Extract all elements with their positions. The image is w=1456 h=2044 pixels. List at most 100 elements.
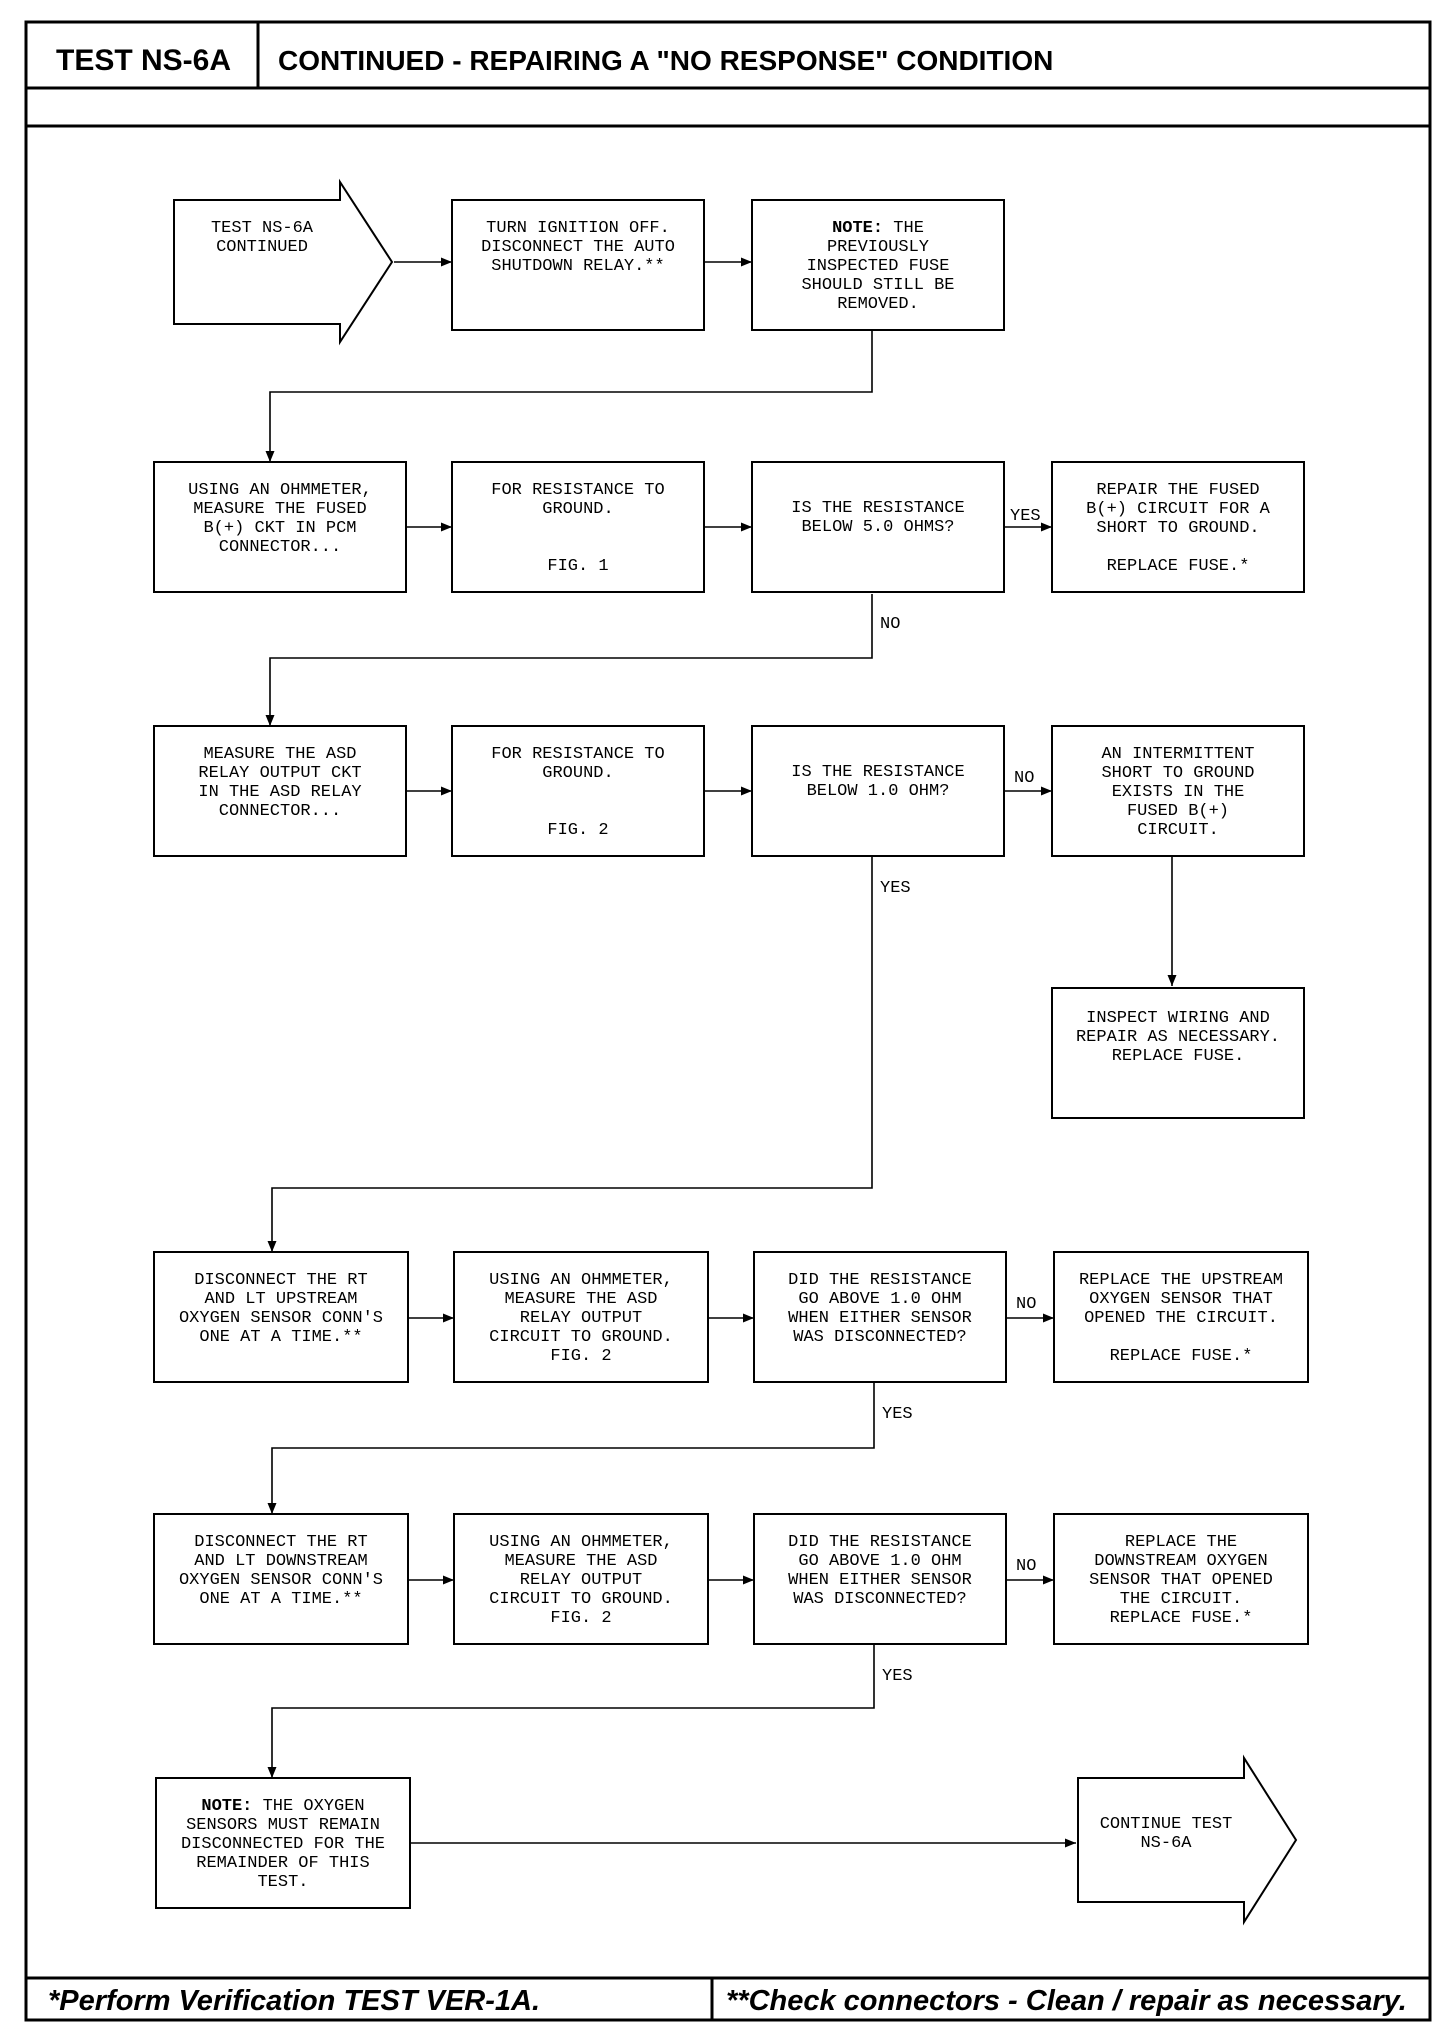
box-text-line: DID THE RESISTANCE [788, 1271, 972, 1290]
box-text-line: B(+) CKT IN PCM [203, 519, 356, 538]
connector-n2-to-r2a [269, 330, 873, 462]
box-text-line: FIG. 2 [550, 1347, 611, 1366]
step-turn-ignition-off [451, 199, 705, 331]
arrowhead [441, 257, 452, 267]
box-text-line: CIRCUIT. [1137, 821, 1219, 840]
box-text-line: GROUND. [542, 500, 613, 519]
label-r3-no: NO [1014, 769, 1034, 788]
arrowhead [267, 1767, 277, 1778]
box-text-line: GO ABOVE 1.0 OHM [798, 1290, 961, 1309]
step-resistance-fig2 [451, 725, 705, 857]
arrowhead [1043, 1313, 1054, 1323]
arrowhead [1167, 975, 1177, 986]
label-r2-yes: YES [1010, 507, 1041, 526]
step-disconnect-upstream-sensors [153, 1251, 409, 1383]
box-text-line: INSPECTED FUSE [807, 257, 950, 276]
box-text-line: THE CIRCUIT. [1120, 1590, 1242, 1609]
box-text-line: DOWNSTREAM OXYGEN [1094, 1552, 1267, 1571]
label-r5-yes: YES [882, 1667, 913, 1686]
box-text-line: ONE AT A TIME.** [199, 1590, 362, 1609]
arrowheads [265, 257, 1177, 1848]
step-measure-asd-relay-ckt [153, 725, 407, 857]
note-sensors-remain-disconnected [155, 1777, 411, 1909]
box-text-line: WHEN EITHER SENSOR [788, 1571, 972, 1590]
arrowhead [743, 1313, 754, 1323]
box-text-line: GO ABOVE 1.0 OHM [798, 1552, 961, 1571]
note-keyword: NOTE: [832, 219, 883, 238]
arrowhead [743, 1575, 754, 1585]
box-text-line: SHOULD STILL BE [801, 276, 954, 295]
box-text-line: OXYGEN SENSOR CONN'S [179, 1309, 383, 1328]
box-text-line: TEST NS-6A [211, 219, 314, 238]
box-text-line: OPENED THE CIRCUIT. [1084, 1309, 1278, 1328]
arrowhead [741, 257, 752, 267]
connector-r4c-to-r5a [271, 1382, 875, 1514]
box-text-line: AN INTERMITTENT [1101, 745, 1254, 764]
arrowhead [1043, 1575, 1054, 1585]
box-text-line: SENSOR THAT OPENED [1089, 1571, 1273, 1590]
box-text-line: CONTINUE TEST [1100, 1815, 1233, 1834]
box-text-line: USING AN OHMMETER, [489, 1271, 673, 1290]
box-text-line: B(+) CIRCUIT FOR A [1086, 500, 1270, 519]
end-arrow-shape [1077, 1754, 1298, 1926]
arrowhead [741, 522, 752, 532]
action-inspect-wiring [1051, 987, 1305, 1119]
box-text-line: BELOW 1.0 OHM? [807, 782, 950, 801]
action-repair-fused-circuit [1051, 461, 1305, 593]
flowchart-nodes [153, 178, 1309, 1926]
box-text-line: TURN IGNITION OFF. [486, 219, 670, 238]
arrowhead [741, 786, 752, 796]
box-text-line: OXYGEN SENSOR THAT [1089, 1290, 1273, 1309]
arrowhead [1041, 522, 1052, 532]
arrowhead [267, 1241, 277, 1252]
step-disconnect-downstream-sensors [153, 1513, 409, 1645]
label-r4-yes: YES [882, 1405, 913, 1424]
footer-note-verification: *Perform Verification TEST VER-1A. [48, 1985, 540, 2017]
decision-below-5-ohms [751, 461, 1005, 593]
box-text-line: OXYGEN SENSOR CONN'S [179, 1571, 383, 1590]
decision-below-1-ohm [751, 725, 1005, 857]
box-text-line: AND LT DOWNSTREAM [194, 1552, 367, 1571]
box-text-line: MEASURE THE ASD [504, 1552, 657, 1571]
footer-note-connectors: **Check connectors - Clean / repair as n… [726, 1985, 1407, 2017]
arrowhead [265, 715, 275, 726]
box-text-line: SHUTDOWN RELAY.** [491, 257, 664, 276]
arrowhead [267, 1503, 277, 1514]
box-text-line: REPLACE FUSE. [1112, 1047, 1245, 1066]
box-text-line: SHORT TO GROUND [1101, 764, 1254, 783]
arrowhead [443, 1575, 454, 1585]
box-text-line: FIG. 2 [547, 821, 608, 840]
box-text-line: FUSED B(+) [1127, 802, 1229, 821]
box-text-line: GROUND. [542, 764, 613, 783]
box-text-line: REPAIR AS NECESSARY. [1076, 1028, 1280, 1047]
box-text-line: NS-6A [1140, 1834, 1192, 1853]
arrowhead [443, 1313, 454, 1323]
box-text-line: CIRCUIT TO GROUND. [489, 1328, 673, 1347]
box-text-line: SENSORS MUST REMAIN [186, 1816, 380, 1835]
box-text-line: FIG. 1 [547, 557, 608, 576]
arrowhead [441, 522, 452, 532]
box-text-line: WHEN EITHER SENSOR [788, 1309, 972, 1328]
box-text-line: MEASURE THE FUSED [193, 500, 366, 519]
note-fuse-removed [751, 199, 1005, 331]
box-text-line: DISCONNECT THE RT [194, 1533, 367, 1552]
action-replace-downstream-sensor [1053, 1513, 1309, 1645]
box-text-line: ONE AT A TIME.** [199, 1328, 362, 1347]
box-text-line: FOR RESISTANCE TO [491, 481, 664, 500]
box-text-line: IS THE RESISTANCE [791, 499, 964, 518]
box-text-line: RELAY OUTPUT [520, 1309, 642, 1328]
